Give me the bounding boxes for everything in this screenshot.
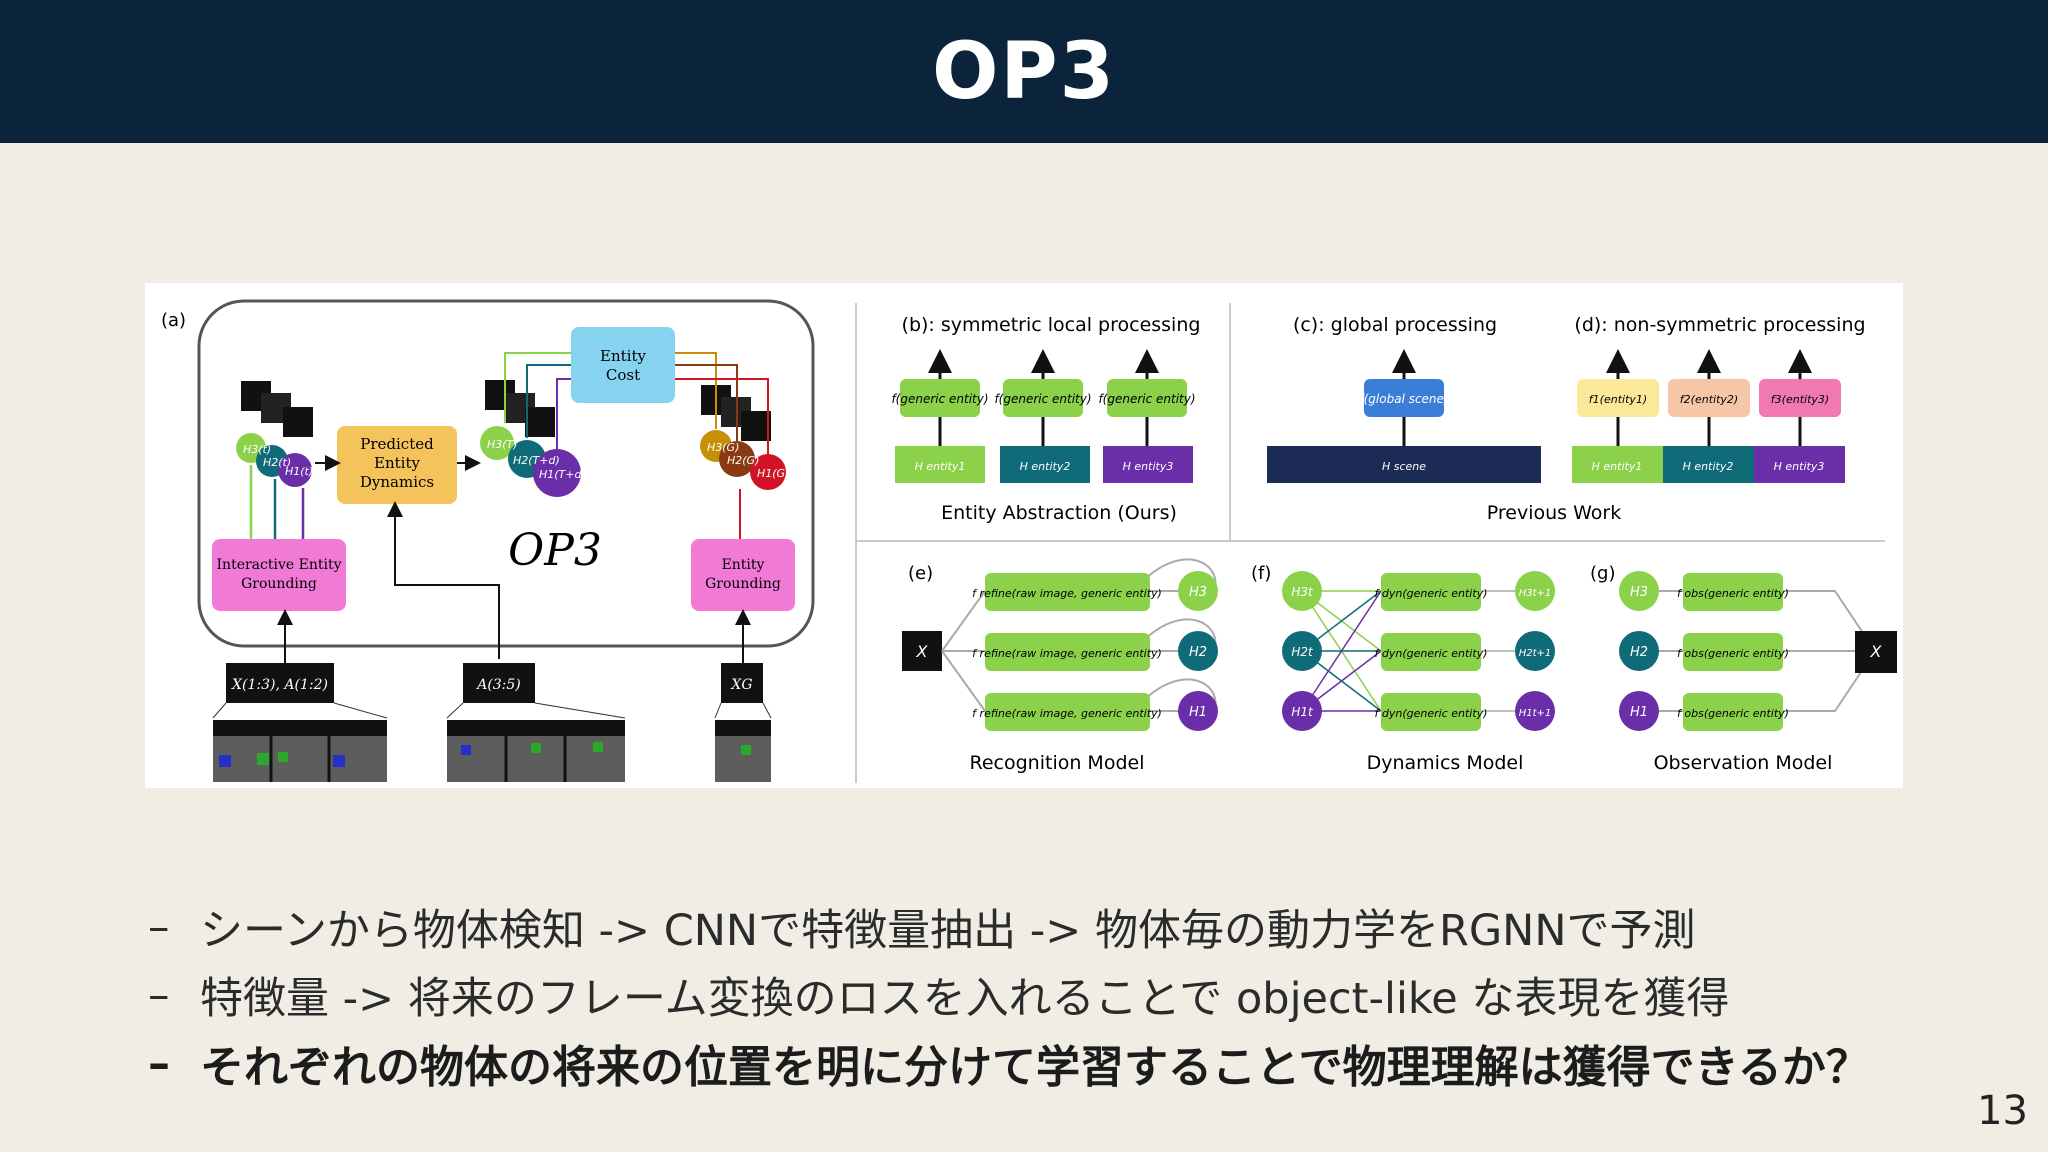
entity-cost-line2: Cost [606,366,640,384]
c-func: f(global scene) [1359,392,1448,406]
panel-c: (c): global processing H scene f(global … [1267,314,1541,483]
bullet-dash: – [148,1037,170,1089]
ent-ground-line1: Entity [722,557,765,573]
op3-frame [197,299,815,648]
h1G-label: H1(G) [757,467,789,480]
panel-e-tag: (e) [908,563,933,584]
e-func-3: f refine(raw image, generic entity) [972,707,1162,720]
entity-cost-box [571,327,675,403]
b-func-3: f(generic entity) [1098,392,1195,406]
e-func-1: f refine(raw image, generic entity) [972,587,1162,600]
g-func-3: f obs(generic entity) [1677,707,1789,720]
bullet-item: –それぞれの物体の将来の位置を明に分けて学習することで物理理解は獲得できるか？ [148,1029,2018,1097]
bullet-item: –特徴量 -> 将来のフレーム変換のロスを入れることで object-like … [148,961,2018,1029]
bullet-item: –シーンから物体検知 -> CNNで特徴量抽出 -> 物体毎の動力学をRGNNで… [148,893,2018,961]
bullet-text: シーンから物体検知 -> CNNで特徴量抽出 -> 物体毎の動力学をRGNNで予… [200,906,1696,956]
panel-e-caption: Recognition Model [970,752,1145,774]
h3T-label: H3(T) [487,438,518,451]
h3t-label: H3(t) [243,443,271,456]
panel-g-caption: Observation Model [1654,752,1833,774]
h2T-label: H2(T+d) [513,454,560,467]
op3-figure: (a) Entity Cost Predicted Entity Dynamic… [145,283,1903,788]
b-func-2: f(generic entity) [994,392,1091,406]
slide-title: OP3 [932,26,1116,117]
bullet-text: それぞれの物体の将来の位置を明に分けて学習することで物理理解は獲得できるか？ [200,1042,1870,1093]
g-in-1: H3 [1630,585,1648,600]
pred-dyn-line3: Dynamics [360,473,434,491]
previous-work-caption: Previous Work [1487,502,1621,524]
panel-f: (f) H3t H2t H1t f dyn(generic entity) f … [1251,563,1555,774]
e-out-2: H2 [1189,645,1207,660]
h1T-label: H1(T+d) [539,468,586,481]
g-in-2: H2 [1630,645,1648,660]
f-func-2: f dyn(generic entity) [1375,647,1488,660]
d-entity2: H entity2 [1683,460,1734,473]
bullet-list: –シーンから物体検知 -> CNNで特徴量抽出 -> 物体毎の動力学をRGNNで… [148,893,2018,1097]
b-entity2: H entity2 [1020,460,1071,473]
ent-ground-line2: Grounding [705,576,781,592]
panel-b-caption: Entity Abstraction (Ours) [941,502,1177,524]
h2t-label: H2(t) [263,456,291,469]
f-in-2: H2t [1291,645,1314,659]
panel-a: (a) Entity Cost Predicted Entity Dynamic… [161,299,815,782]
panel-f-tag: (f) [1251,563,1271,584]
e-out-1: H3 [1189,585,1207,600]
panel-b-title: (b): symmetric local processing [902,314,1201,336]
g-func-1: f obs(generic entity) [1677,587,1789,600]
entity-grounding-box [691,539,795,611]
panel-c-title: (c): global processing [1293,314,1497,336]
int-ground-line2: Grounding [241,576,317,592]
e-input: X [916,642,929,661]
panel-g: (g) H3 H2 H1 f obs(generic entity) f obs… [1590,563,1897,774]
h1t-label: H1(t) [285,465,313,478]
g-in-3: H1 [1630,705,1648,720]
panel-g-tag: (g) [1590,563,1615,584]
b-entity1: H entity1 [915,460,966,473]
input-x-a: X(1:3), A(1:2) [231,677,328,693]
d-func-2: f2(entity2) [1680,393,1738,406]
panel-e: (e) X f refine(raw image, generic entity… [902,558,1218,774]
e-func-2: f refine(raw image, generic entity) [972,647,1162,660]
pred-dyn-line2: Entity [374,454,420,472]
int-ground-line1: Interactive Entity [217,557,342,573]
op3-model-label: OP3 [508,525,602,576]
h2G-label: H2(G) [727,454,759,467]
c-scene: H scene [1382,460,1426,473]
bullet-dash: – [148,970,170,1020]
panel-d-title: (d): non-symmetric processing [1574,314,1865,336]
panel-b-columns: H entity1 H entity2 H entity3 f(generic … [891,349,1196,483]
f-in-1: H3t [1291,585,1314,599]
page-number: 13 [1977,1088,2028,1134]
slide-header: OP3 [0,0,2048,143]
d-entity3: H entity3 [1774,460,1825,473]
entity-cost-line1: Entity [600,347,646,365]
bullet-text: 特徴量 -> 将来のフレーム変換のロスを入れることで object-like な… [200,974,1730,1024]
d-func-1: f1(entity1) [1589,393,1647,406]
e-out-3: H1 [1189,705,1207,720]
f-out-2: H2t+1 [1519,648,1552,659]
f-func-3: f dyn(generic entity) [1375,707,1488,720]
panel-b: (b): symmetric local processing H entity… [891,314,1200,524]
d-entity1: H entity1 [1592,460,1643,473]
f-func-1: f dyn(generic entity) [1375,587,1488,600]
g-func-2: f obs(generic entity) [1677,647,1789,660]
input-xg: XG [730,677,752,693]
input-a: A(3:5) [475,677,521,693]
b-entity3: H entity3 [1123,460,1174,473]
bullet-dash: – [148,902,170,952]
figure-svg: (a) Entity Cost Predicted Entity Dynamic… [161,299,1897,783]
f-in-3: H1t [1291,705,1314,719]
predicted-dynamics-box [337,426,457,504]
h3G-label: H3(G) [707,441,739,454]
pred-dyn-line1: Predicted [360,435,434,453]
panel-a-tag: (a) [161,310,186,331]
g-output: X [1870,642,1883,661]
f-out-1: H3t+1 [1519,588,1552,599]
panel-f-caption: Dynamics Model [1367,752,1524,774]
d-func-3: f3(entity3) [1771,393,1829,406]
b-func-1: f(generic entity) [891,392,988,406]
f-out-3: H1t+1 [1519,708,1552,719]
panel-d: (d): non-symmetric processing H entity1 … [1487,314,1866,524]
interactive-grounding-box [212,539,346,611]
